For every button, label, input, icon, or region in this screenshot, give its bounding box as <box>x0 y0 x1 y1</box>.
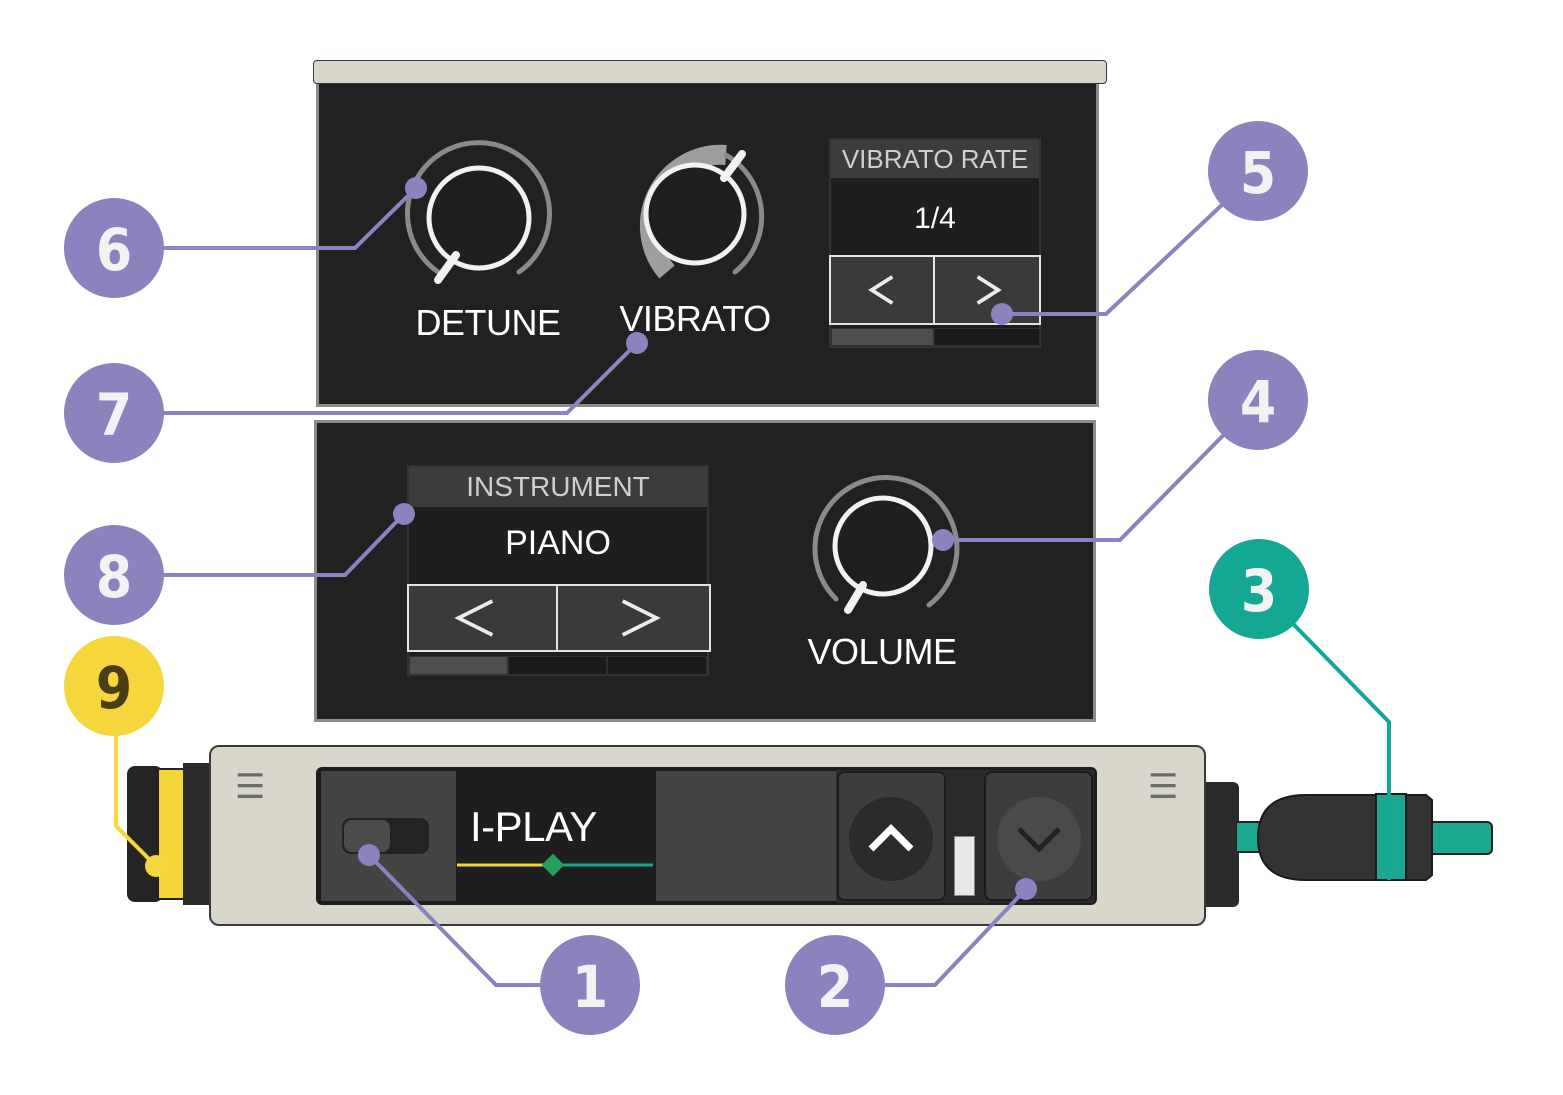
callout-number-7: 7 <box>96 381 132 449</box>
callout-badge-3 <box>1209 539 1309 639</box>
callout-badge-9 <box>64 636 164 736</box>
callout-number-3: 3 <box>1241 557 1277 625</box>
callout-badge-4 <box>1208 350 1308 450</box>
callout-badge-5 <box>1208 121 1308 221</box>
volume-knob[interactable] <box>804 468 966 628</box>
callout-badge-1 <box>540 935 640 1035</box>
callout-number-5: 5 <box>1240 139 1276 207</box>
callout-number-8: 8 <box>96 543 132 611</box>
callout-badge-8 <box>64 525 164 625</box>
callout-number-9: 9 <box>96 654 132 722</box>
chevron-up-icon <box>868 824 914 852</box>
octave-down-button[interactable] <box>984 771 1093 901</box>
instrument-value: PIANO <box>505 524 611 562</box>
pan-slider[interactable] <box>457 852 653 878</box>
callout-badge-6 <box>64 198 164 298</box>
level-indicator <box>954 836 975 896</box>
power-switch-knob[interactable] <box>344 820 390 852</box>
grip-lines-icon: ☰ <box>235 767 266 807</box>
detune-knob[interactable] <box>398 140 560 300</box>
instrument-page-indicator <box>409 656 508 675</box>
right-connector <box>1205 782 1239 907</box>
instrument-header: INSTRUMENT <box>409 467 707 507</box>
callout-badge-2 <box>785 935 885 1035</box>
callout-number-1: 1 <box>572 953 608 1021</box>
device-empty-slot <box>656 771 838 901</box>
instrument-next-button[interactable] <box>556 584 711 652</box>
chevron-right-icon <box>621 599 661 637</box>
vibrato-rate-page-indicator <box>934 328 1040 346</box>
instrument-page-indicator <box>607 656 707 675</box>
callout-badge-7 <box>64 363 164 463</box>
vibrato-rate-prev-button[interactable] <box>829 255 935 325</box>
chevron-down-icon <box>1017 827 1061 853</box>
instrument-page-indicator <box>508 656 607 675</box>
callout-number-4: 4 <box>1240 368 1276 436</box>
cable-plug[interactable] <box>1236 790 1498 885</box>
volume-label: VOLUME <box>807 631 957 672</box>
vibrato-rate-header: VIBRATO RATE <box>831 140 1039 178</box>
left-connector <box>183 763 211 905</box>
vibrato-rate-page-indicator <box>831 328 934 346</box>
panel-top-bar <box>313 60 1107 84</box>
detune-label: DETUNE <box>415 302 561 343</box>
chevron-left-icon <box>868 275 894 305</box>
instrument-prev-button[interactable] <box>407 584 558 652</box>
callout-number-2: 2 <box>817 953 853 1021</box>
callout-number-6: 6 <box>96 216 132 284</box>
chevron-right-icon <box>976 275 1002 305</box>
vibrato-rate-value: 1/4 <box>914 202 956 235</box>
grip-lines-icon: ☰ <box>1148 767 1179 807</box>
octave-up-button[interactable] <box>837 771 946 901</box>
device-name: I-PLAY <box>470 803 597 850</box>
chevron-left-icon <box>454 599 494 637</box>
vibrato-label: VIBRATO <box>619 298 771 339</box>
vibrato-rate-next-button[interactable] <box>933 255 1041 325</box>
vibrato-knob[interactable] <box>614 136 776 296</box>
